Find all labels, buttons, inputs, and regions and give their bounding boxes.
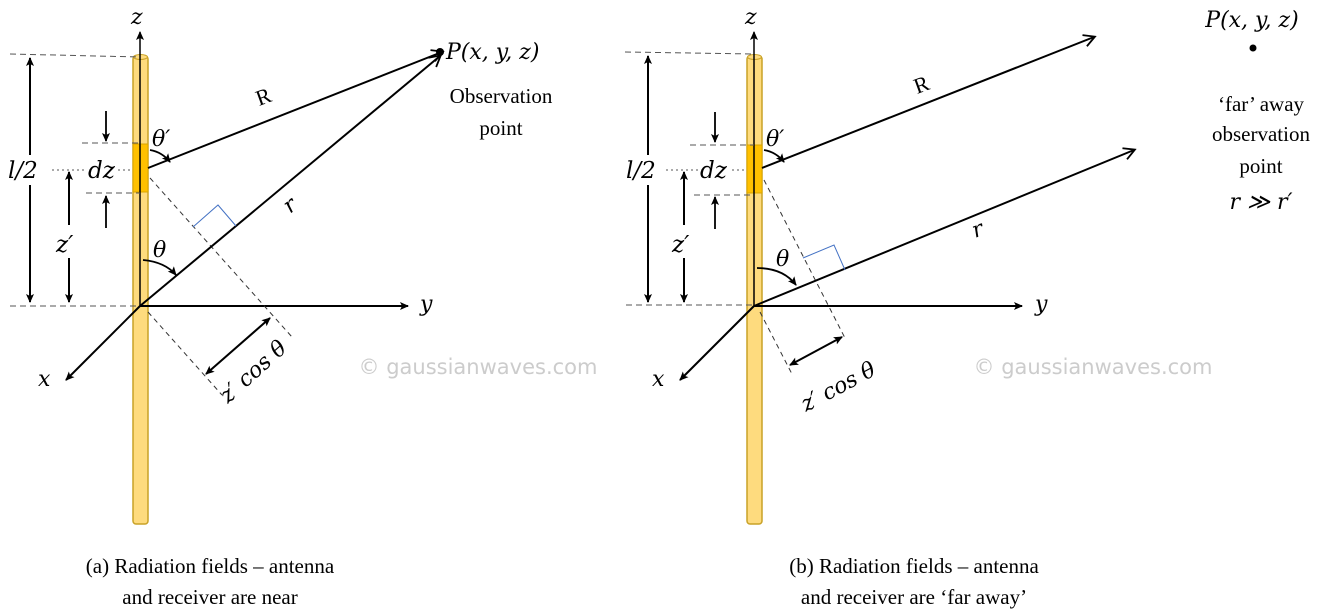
theta-prime-arc [149, 149, 171, 163]
z-axis-label: z [130, 5, 143, 30]
watermark: © gaussianwaves.com [359, 355, 598, 379]
x-axis-label: x [38, 367, 51, 392]
x-axis [65, 305, 141, 381]
panel-b: z y x l/2 dz z′ θ′ θ R r z′ cos θ P(x, y… [624, 5, 1310, 609]
caption-a-line2: and receiver are near [122, 585, 297, 609]
vector-r [139, 54, 443, 307]
observation-point-label: P(x, y, z) [445, 40, 539, 65]
theta-label: θ [153, 238, 166, 263]
vector-r [753, 147, 1137, 307]
observation-desc-line3: point [1239, 154, 1282, 178]
R-label: R [252, 82, 275, 111]
projection-guides [147, 177, 293, 396]
z-axis-label: z [744, 5, 757, 30]
observation-point-dot [436, 48, 444, 56]
far-field-condition: r ≫ r′ [1229, 190, 1292, 215]
theta-prime-label: θ′ [766, 127, 784, 152]
path-difference-arrow [789, 336, 843, 366]
watermark: © gaussianwaves.com [974, 355, 1213, 379]
r-label: r [969, 216, 989, 244]
observation-point-label: P(x, y, z) [1204, 8, 1298, 33]
projection-guides [759, 179, 847, 377]
dz-label: dz [88, 158, 116, 184]
half-length-label: l/2 [8, 158, 38, 184]
y-axis-label: y [1034, 292, 1048, 317]
R-label: R [910, 70, 933, 99]
observation-point-dot [1249, 44, 1257, 52]
theta-label: θ [776, 247, 789, 272]
path-difference-label: z′ cos θ [796, 357, 880, 417]
caption-a-line1: (a) Radiation fields – antenna [86, 554, 335, 578]
r-label: r [278, 192, 303, 219]
dz-label: dz [700, 158, 728, 184]
theta-prime-arc [763, 149, 785, 163]
theta-prime-label: θ′ [152, 127, 170, 152]
observation-desc-line2: point [479, 116, 522, 140]
vector-R [761, 34, 1097, 169]
half-length-label: l/2 [626, 158, 656, 184]
path-difference-label: z′ cos θ [215, 336, 292, 409]
caption-b-line1: (b) Radiation fields – antenna [789, 554, 1039, 578]
observation-desc-line1: Observation [450, 84, 553, 108]
theta-arc [756, 267, 797, 286]
theta-arc [142, 259, 177, 276]
path-difference-arrow [205, 317, 271, 375]
dashed-guides [9, 53, 141, 307]
x-axis [679, 305, 755, 381]
observation-desc-line1: ‘far’ away [1218, 92, 1305, 116]
right-angle-mark [192, 204, 237, 228]
right-angle-mark [802, 244, 846, 271]
zprime-label: z′ [55, 232, 74, 258]
observation-desc-line2: observation [1212, 122, 1310, 146]
panel-a: z y x l/2 dz z′ θ′ θ R r z′ cos θ P(x, y… [8, 5, 597, 609]
caption-b-line2: and receiver are ‘far away’ [801, 585, 1027, 609]
x-axis-label: x [652, 367, 665, 392]
dashed-guides [624, 51, 755, 306]
zprime-label: z′ [671, 232, 690, 258]
vector-R [147, 49, 445, 169]
y-axis-label: y [419, 292, 433, 317]
